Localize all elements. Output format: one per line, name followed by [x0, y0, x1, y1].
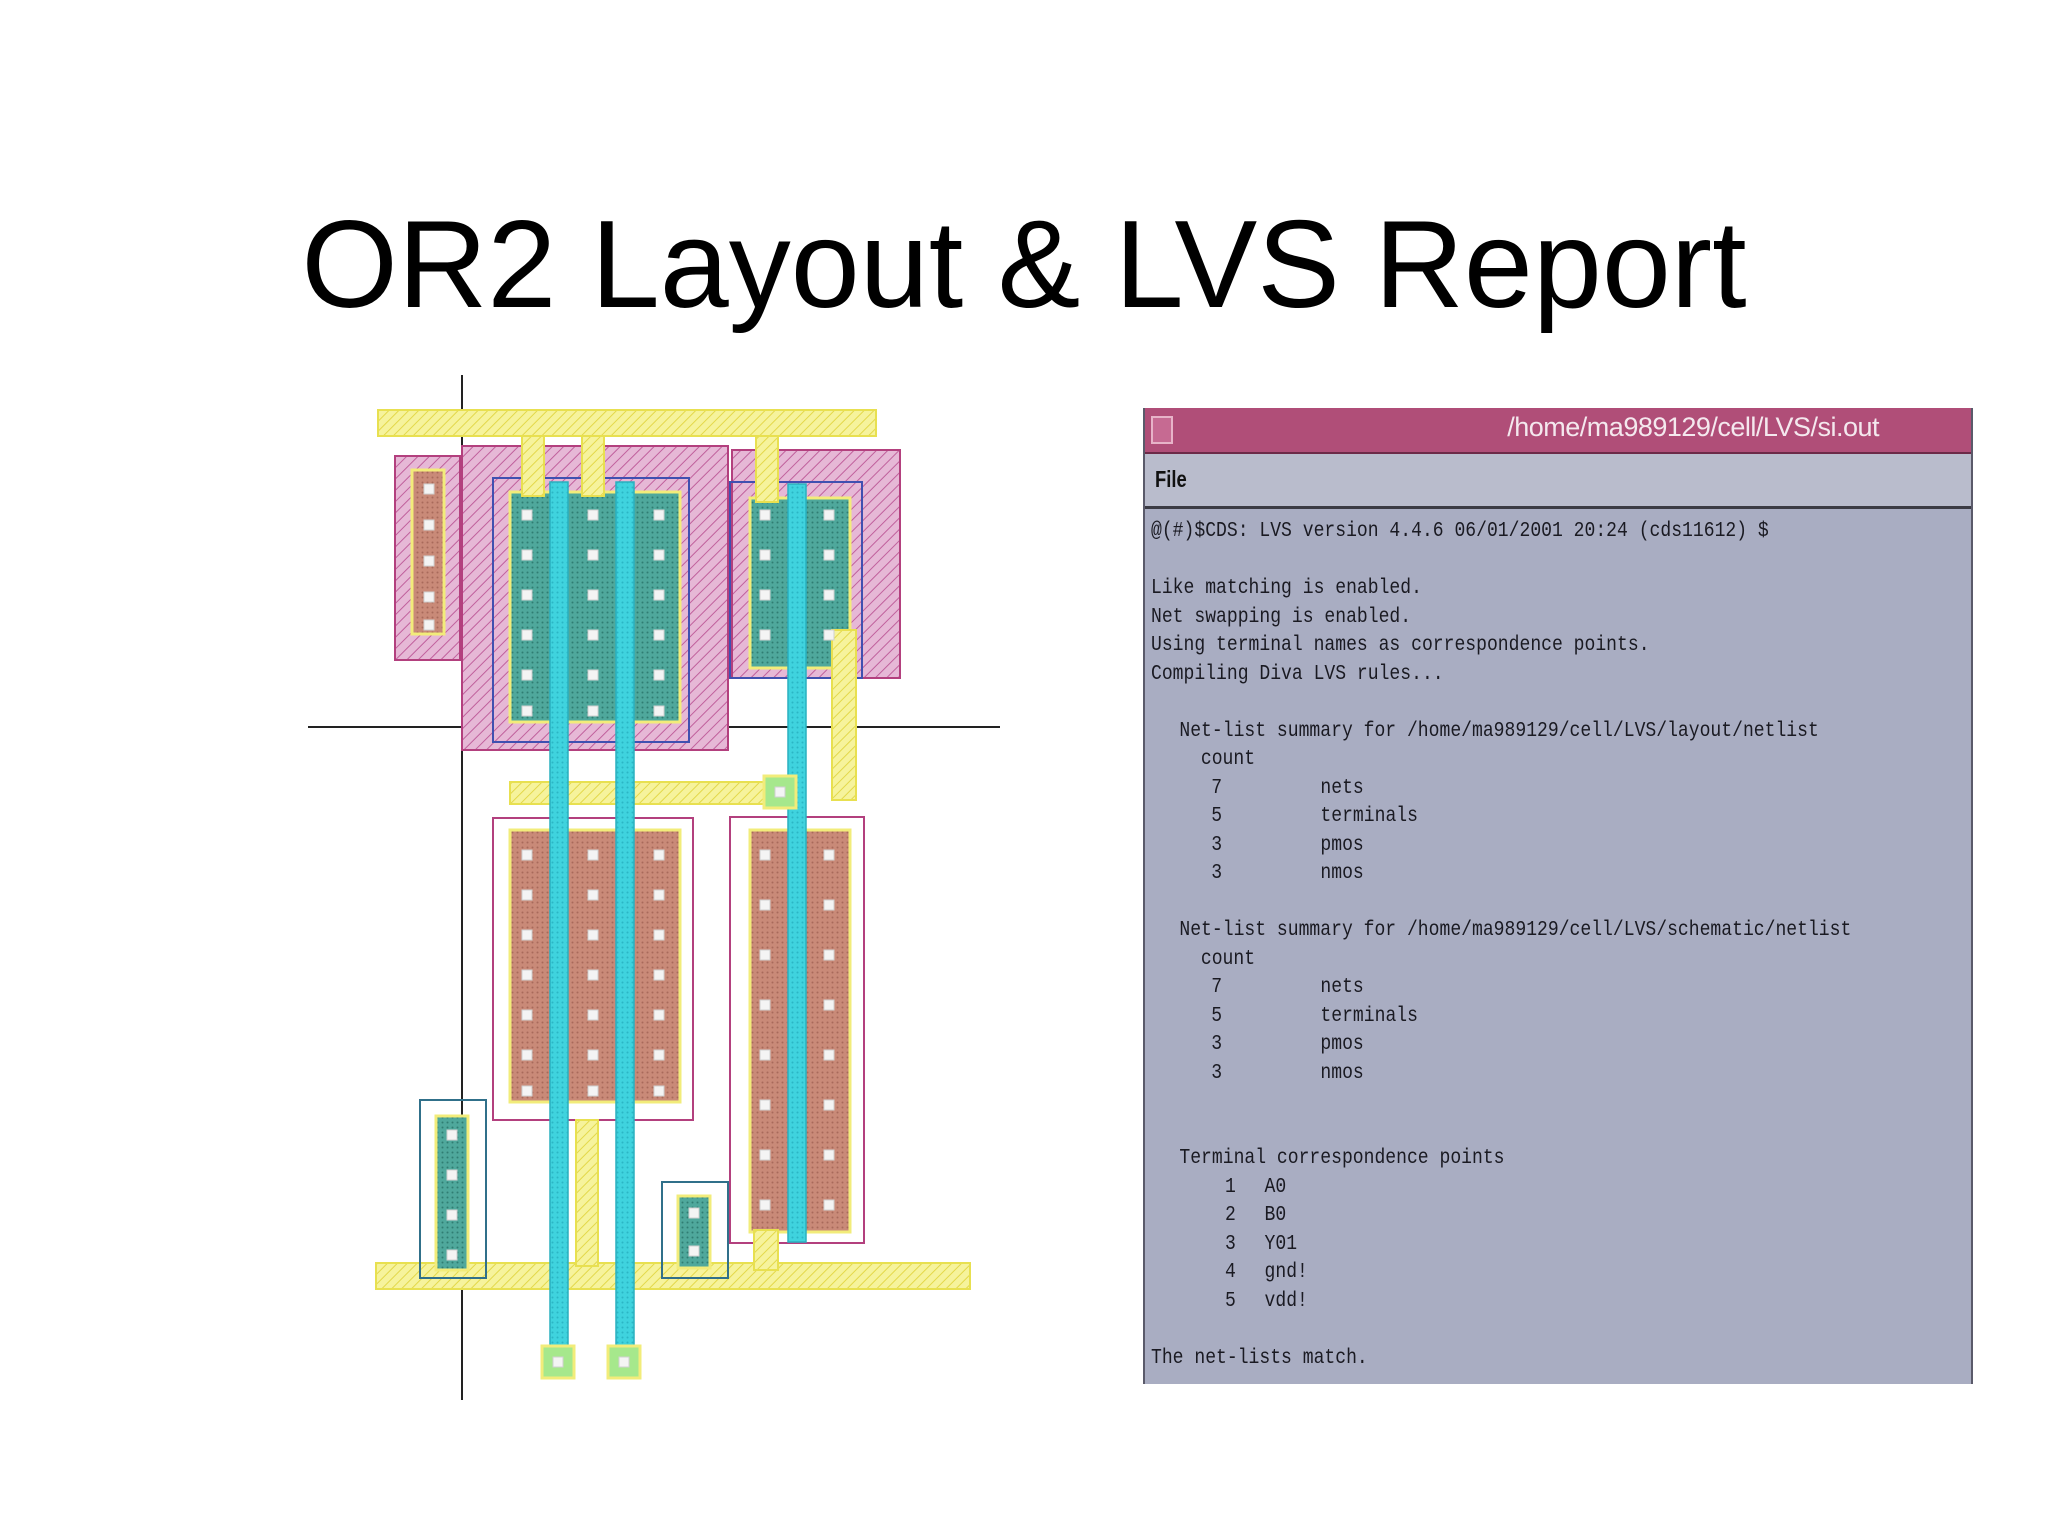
substrate-select-right	[661, 1181, 729, 1279]
poly-gate-c	[787, 483, 807, 1243]
menu-file[interactable]: File	[1155, 466, 1187, 492]
terminals-heading: Terminal correspondence points	[1179, 1147, 1505, 1170]
metal-vdd-drop-1	[521, 435, 545, 497]
window-menu-button[interactable]	[1151, 416, 1173, 444]
message-line: Net swapping is enabled.	[1151, 605, 1412, 629]
lvs-report-window: /home/ma989129/cell/LVS/si.out File @(#)…	[1143, 408, 1973, 1384]
substrate-tap-right	[676, 1194, 712, 1270]
or2-layout-view	[300, 370, 1020, 1400]
metal-gnd-strap	[753, 1229, 779, 1271]
diffusion-contacts	[423, 483, 835, 1368]
vdd-rail	[377, 409, 877, 437]
metal-right-drop	[831, 629, 857, 801]
count-label: count	[1200, 947, 1256, 971]
substrate-select-left	[419, 1099, 487, 1279]
poly-gate-b	[615, 481, 635, 1379]
slide-title: OR2 Layout & LVS Report	[301, 196, 1747, 334]
nmos-diffusion	[508, 828, 682, 1104]
message-line: Like matching is enabled.	[1151, 577, 1422, 600]
metal-vdd-drop-3	[755, 435, 779, 503]
gnd-rail	[375, 1262, 971, 1290]
metal-vdd-drop-2	[581, 435, 605, 497]
lvs-output: @(#)$CDS: LVS version 4.4.6 06/01/2001 2…	[1151, 518, 1963, 1373]
substrate-tap-left	[434, 1114, 470, 1272]
well-tap	[410, 468, 446, 636]
metal-src-strap	[575, 1119, 599, 1267]
poly-gate-a	[549, 481, 569, 1379]
message-line: Compiling Diva LVS rules...	[1151, 662, 1444, 686]
menu-bar: File	[1145, 454, 1971, 509]
count-label: count	[1200, 748, 1256, 771]
message-line: Using terminal names as correspondence p…	[1151, 634, 1650, 657]
layout-canvas	[308, 375, 1000, 1400]
version-line: @(#)$CDS: LVS version 4.4.6 06/01/2001 2…	[1151, 520, 1769, 543]
window-titlebar[interactable]: /home/ma989129/cell/LVS/si.out	[1145, 408, 1971, 454]
result-line: The net-lists match.	[1151, 1346, 1368, 1370]
schematic-summary-heading: Net-list summary for /home/ma989129/cell…	[1179, 919, 1852, 942]
window-title: /home/ma989129/cell/LVS/si.out	[1507, 412, 1879, 442]
pmos-diffusion	[508, 490, 682, 724]
layout-summary-heading: Net-list summary for /home/ma989129/cell…	[1179, 719, 1819, 743]
